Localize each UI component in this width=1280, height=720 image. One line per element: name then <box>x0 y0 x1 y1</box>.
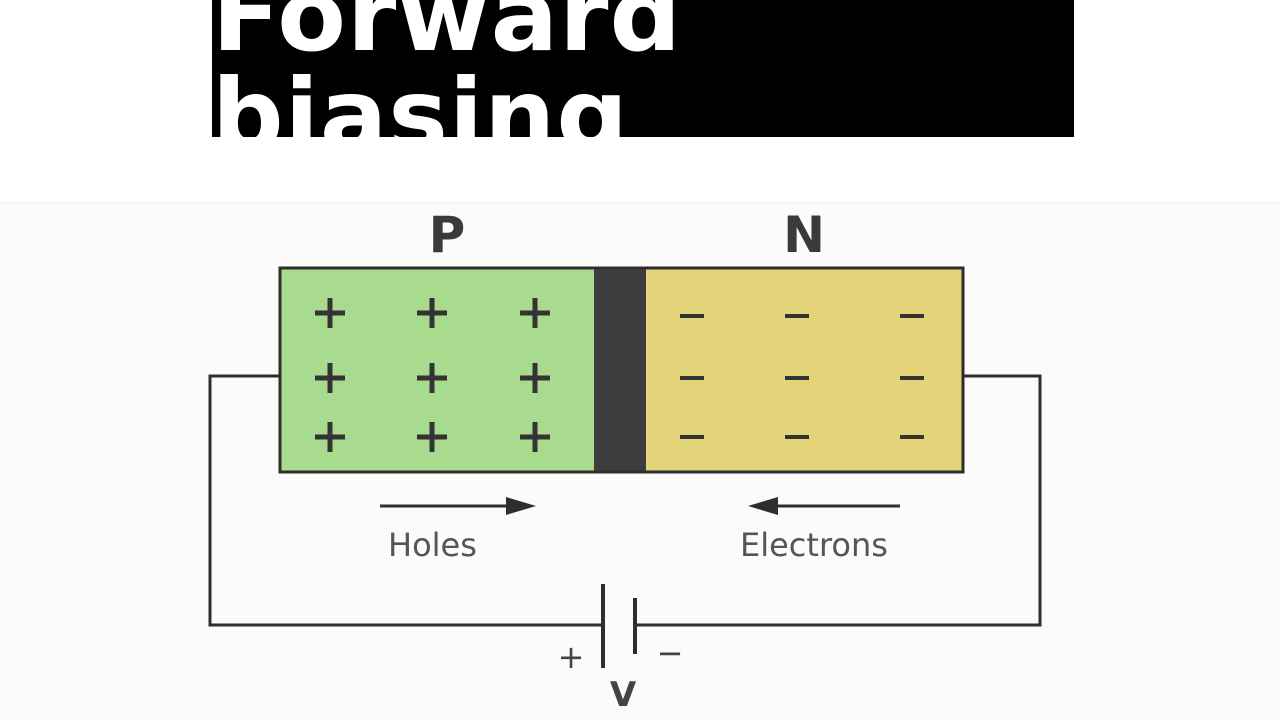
depletion-layer <box>594 268 646 472</box>
battery-positive-label: + <box>558 638 585 676</box>
hole-plus-icon <box>520 363 550 393</box>
right-wire <box>635 374 1042 627</box>
hole-plus-icon <box>417 363 447 393</box>
battery-voltage-label: V <box>610 675 637 715</box>
title-banner: Forward biasing <box>212 0 1074 165</box>
hole-plus-icon <box>315 363 345 393</box>
hole-plus-icon <box>417 422 447 452</box>
holes-label: Holes <box>388 526 477 564</box>
left-wire <box>208 374 603 627</box>
electrons-label: Electrons <box>740 526 888 564</box>
hole-plus-icon <box>520 298 550 328</box>
page-title: Forward biasing <box>212 0 683 174</box>
n-region-label: N <box>783 206 825 264</box>
p-region <box>280 268 594 472</box>
p-region-label: P <box>429 206 466 264</box>
n-region <box>646 268 963 472</box>
hole-plus-icon <box>315 422 345 452</box>
electrons-arrow-icon <box>748 497 778 515</box>
p-charges <box>315 298 550 452</box>
hole-plus-icon <box>520 422 550 452</box>
junction-outline <box>278 266 965 474</box>
hole-plus-icon <box>417 298 447 328</box>
n-charges <box>680 314 924 439</box>
holes-arrow-icon <box>506 497 536 515</box>
battery-negative-label: − <box>657 634 684 672</box>
hole-plus-icon <box>315 298 345 328</box>
